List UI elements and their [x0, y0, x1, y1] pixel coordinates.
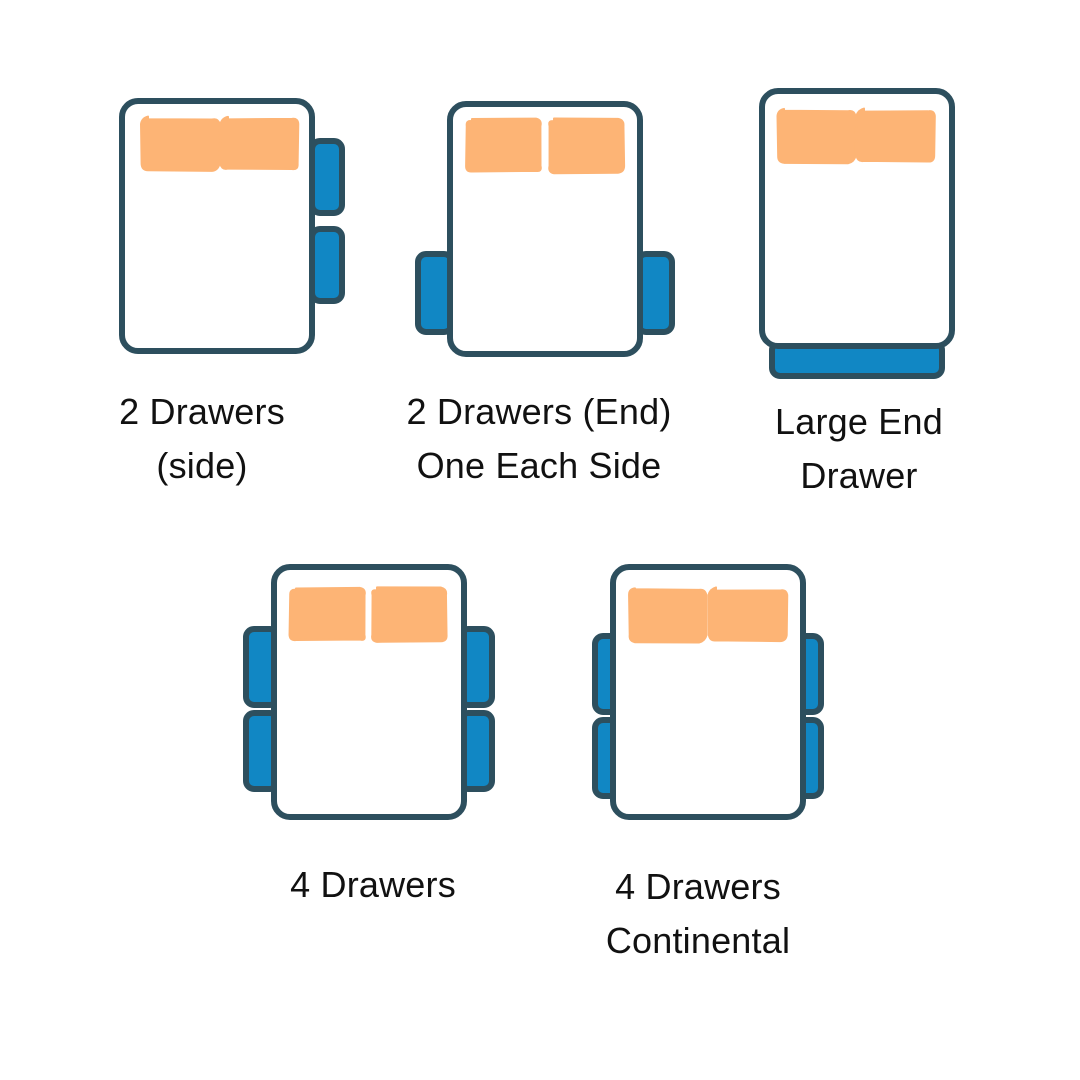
pillow-2 [707, 586, 789, 643]
bed-option-four-drawers: 4 Drawers [243, 564, 495, 905]
label-line-2: Drawer [800, 455, 917, 496]
pillow-1 [776, 107, 857, 165]
pillow-1 [465, 117, 542, 173]
bed-option-label: 2 Drawers (End) One Each Side [406, 391, 671, 486]
label-line-2: Continental [606, 920, 790, 961]
label-line-2: One Each Side [417, 445, 662, 486]
bed-option-label: 4 Drawers [290, 864, 456, 905]
pillow-2 [548, 117, 626, 175]
label-line-2: (side) [156, 445, 247, 486]
pillow-2 [855, 107, 936, 163]
label-line-1: 4 Drawers [290, 864, 456, 905]
drawer-1 [415, 251, 455, 335]
bed-option-label: 2 Drawers (side) [119, 391, 285, 486]
pillow-1 [628, 587, 708, 644]
bed-option-two-drawers-side: 2 Drawers (side) [119, 98, 345, 486]
drawer-1 [309, 138, 345, 216]
label-line-1: 4 Drawers [615, 866, 781, 907]
pillow-2 [371, 586, 448, 643]
drawer-2 [309, 226, 345, 304]
label-line-1: 2 Drawers [119, 391, 285, 432]
label-line-1: Large End [775, 401, 943, 442]
pillow-1 [140, 115, 221, 172]
bed-option-two-drawers-end-one-each-side: 2 Drawers (End) One Each Side [406, 101, 675, 486]
pillow-1 [288, 586, 366, 642]
pillow-2 [219, 115, 300, 171]
label-line-1: 2 Drawers (End) [406, 391, 671, 432]
drawer-2 [635, 251, 675, 335]
